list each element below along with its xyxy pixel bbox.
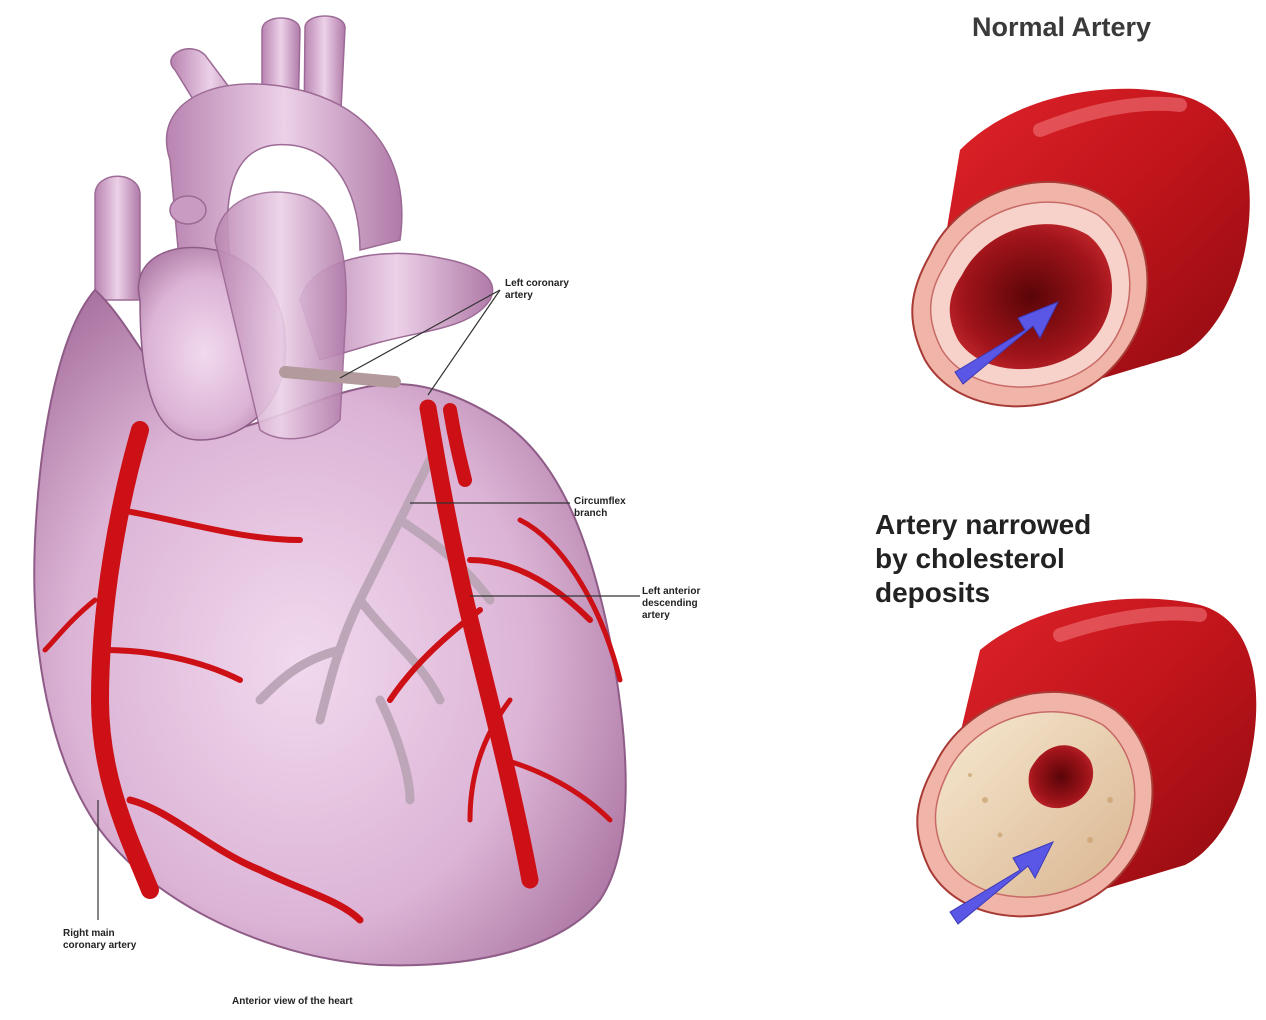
left-coronary-artery-label: Left coronary artery	[505, 278, 569, 302]
normal-artery-illustration	[912, 89, 1250, 407]
circumflex-branch-label: Circumflex branch	[574, 496, 626, 520]
narrowed-artery-illustration	[917, 599, 1256, 924]
normal-artery-title: Normal Artery	[972, 12, 1151, 43]
lad-artery-label: Left anterior descending artery	[642, 586, 700, 622]
narrowed-artery-title: Artery narrowed by cholesterol deposits	[875, 508, 1091, 610]
right-main-coronary-label: Right main coronary artery	[63, 928, 136, 952]
heart	[34, 16, 640, 965]
heart-caption: Anterior view of the heart	[232, 996, 353, 1008]
